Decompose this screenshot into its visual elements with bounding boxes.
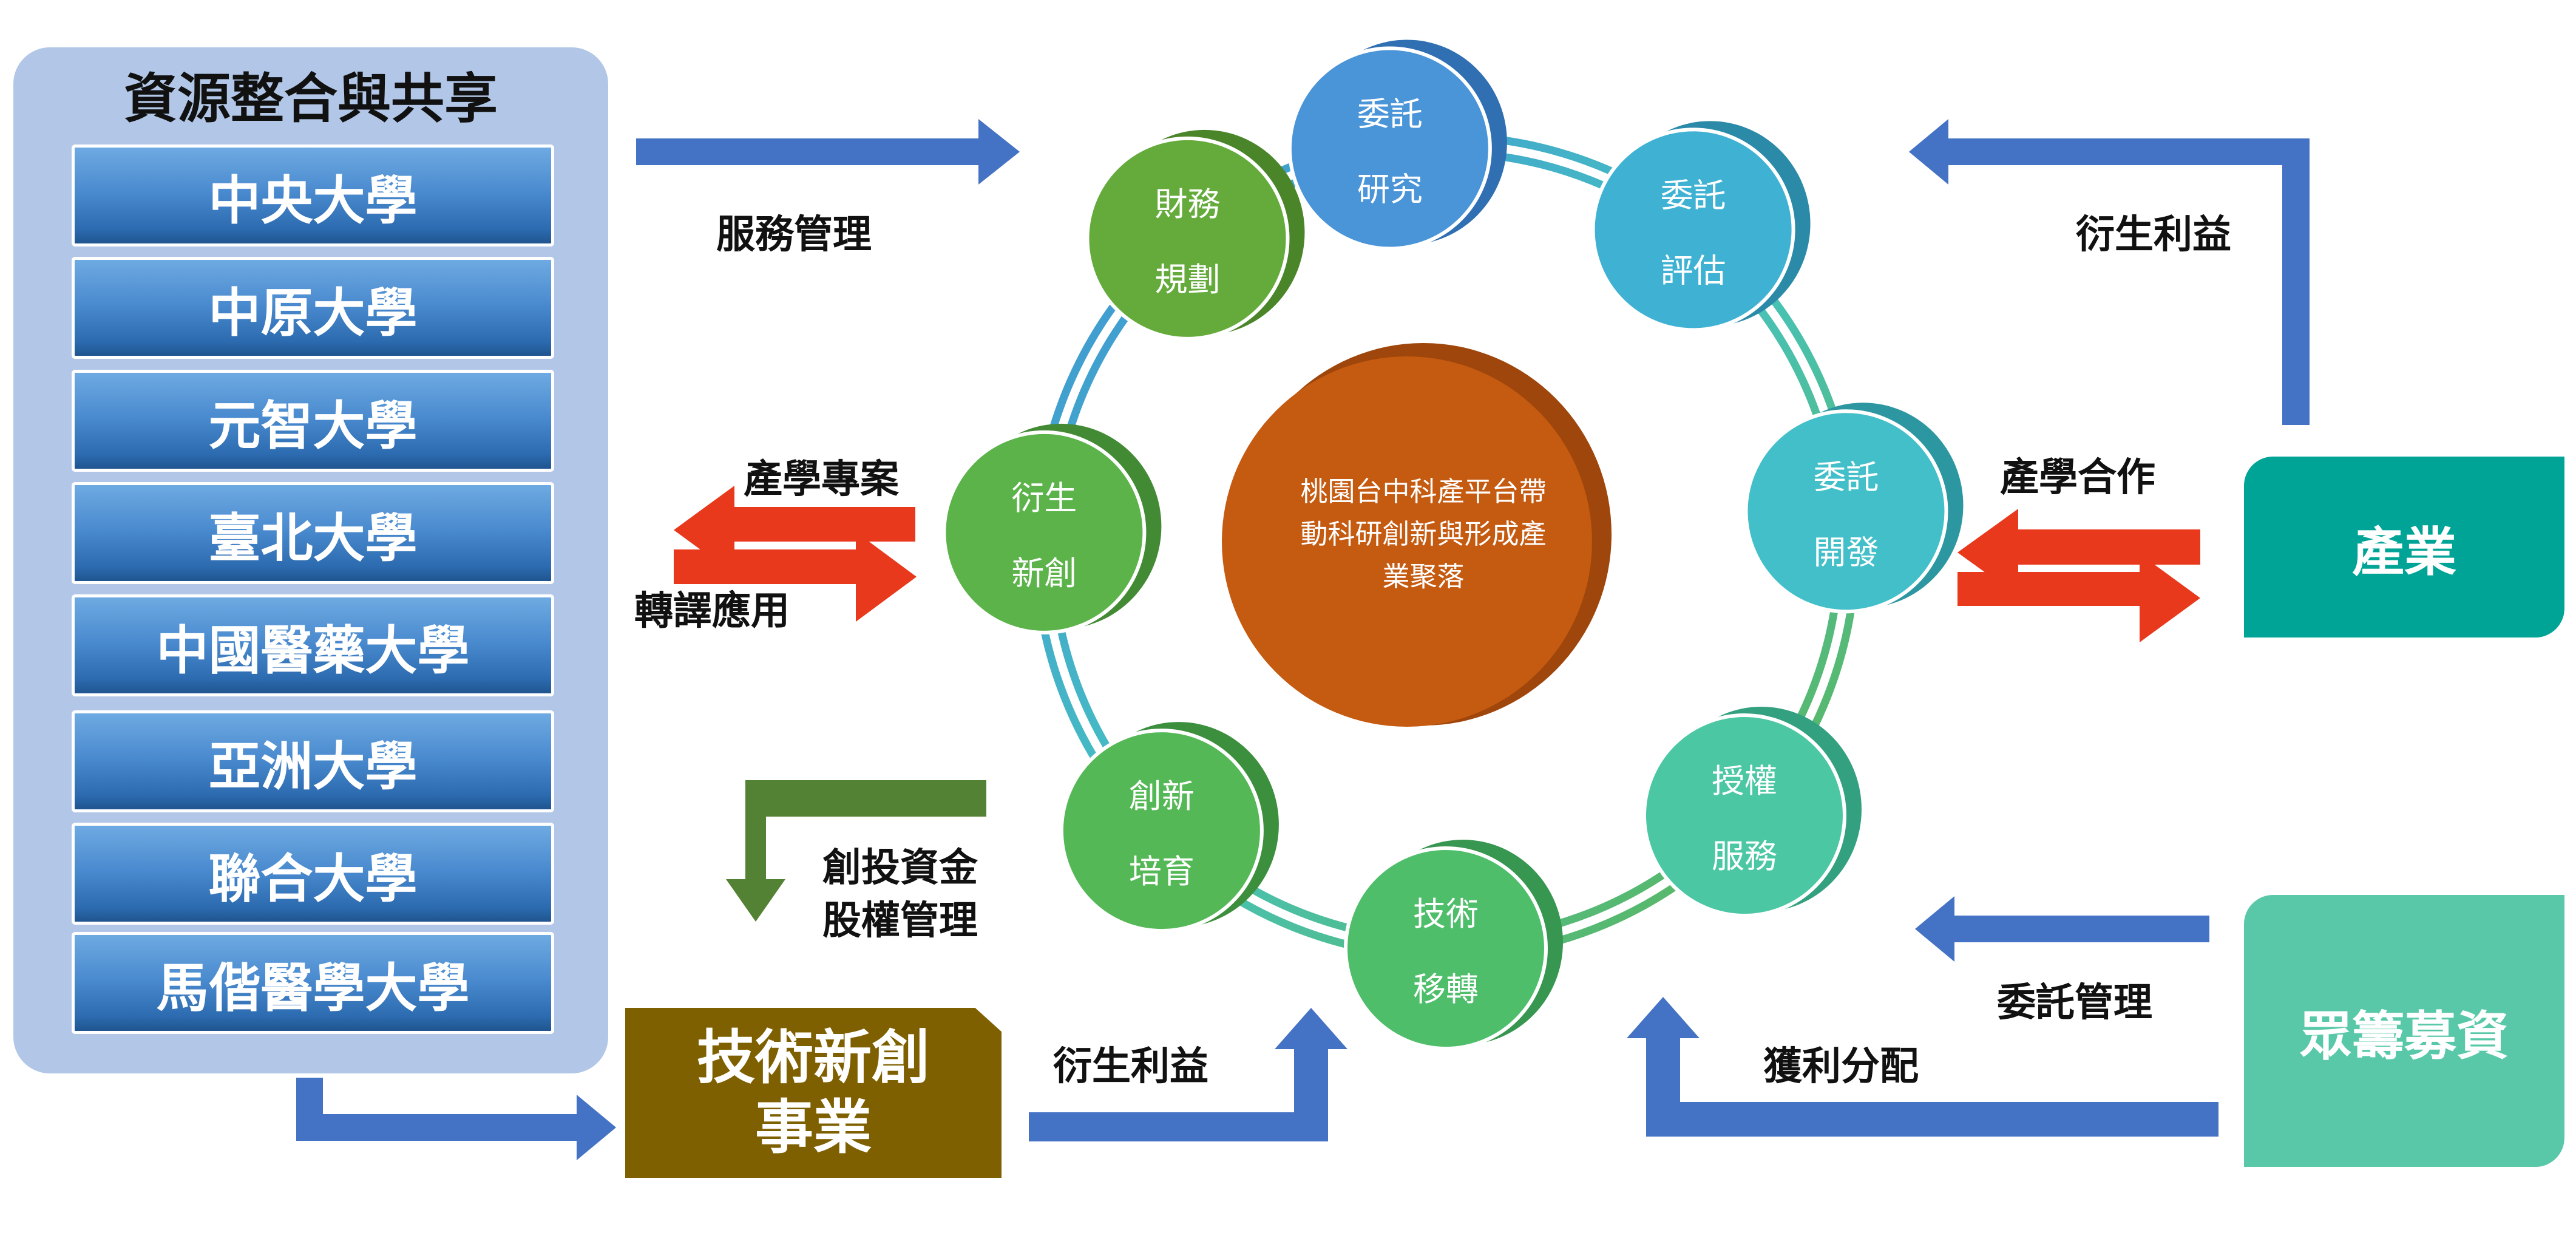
center-text-line: 動科研創新與形成產 — [1300, 517, 1547, 550]
resource-panel-title: 資源整合與共享 — [123, 67, 498, 130]
node-face — [1642, 713, 1846, 917]
university-ncu: 中央大學 — [72, 144, 554, 246]
arrows — [296, 119, 2310, 1160]
node-face — [1085, 136, 1290, 341]
university-cmu: 中國醫藥大學 — [72, 594, 554, 696]
node-label: 財務 — [1154, 185, 1220, 223]
node-face — [1059, 729, 1264, 933]
university-cycu: 中原大學 — [72, 257, 554, 359]
node-label: 新創 — [1011, 554, 1077, 593]
node-face — [1287, 46, 1492, 251]
node-label: 研究 — [1357, 170, 1423, 208]
university-ntpu: 臺北大學 — [72, 482, 554, 584]
entrust-mgmt-arrow — [1915, 896, 2209, 962]
industry-box: 產業 — [2244, 457, 2564, 638]
university-nuu: 聯合大學 — [72, 823, 554, 925]
node-face — [942, 430, 1147, 634]
node-face — [1591, 127, 1795, 332]
tech-startup-line: 技術新創 — [697, 1023, 930, 1092]
service-mgmt-label: 服務管理 — [716, 212, 872, 257]
node-label: 授權 — [1712, 762, 1777, 800]
venture-capital-arrow — [726, 780, 986, 922]
tech-startup-line: 事業 — [755, 1093, 872, 1161]
node-label: 衍生 — [1011, 479, 1077, 517]
venture-capital-label: 創投資金 — [822, 846, 978, 891]
industry-academia-coop-label: 產學合作 — [2000, 455, 2155, 500]
center-text: 桃園台中科產平台帶 動科研創新與形成產 業聚落 — [1296, 471, 1551, 597]
translation-application-label: 轉譯應用 — [634, 589, 790, 634]
industry-academia-project-label: 產學專案 — [744, 457, 899, 502]
tech-startup-box: 技術新創 事業 — [625, 1008, 1002, 1178]
industry-right-arrow — [1957, 554, 2200, 642]
node-label: 技術 — [1413, 895, 1479, 933]
node-face — [1344, 846, 1548, 1050]
panel-to-startup-arrow — [296, 1078, 616, 1160]
node-label: 委託 — [1357, 95, 1423, 133]
node-label: 創新 — [1129, 777, 1195, 815]
node-label: 規劃 — [1154, 260, 1220, 299]
spinoff-benefit-top-label: 衍生利益 — [2076, 212, 2231, 257]
node-label: 委託 — [1813, 458, 1879, 496]
profit-distribution-label: 獲利分配 — [1763, 1044, 1919, 1089]
node-label: 委託 — [1661, 176, 1726, 214]
crowdfunding-box: 眾籌募資 — [2244, 895, 2564, 1167]
center-text-line: 業聚落 — [1382, 560, 1465, 593]
translation-right-arrow — [674, 532, 917, 622]
node-label: 服務 — [1712, 837, 1777, 875]
process-nodes: 委託研究委託評估委託開發授權服務技術移轉創新培育衍生新創財務規劃 — [942, 39, 1964, 1050]
startup-to-ring-arrow — [1029, 1008, 1347, 1141]
service-mgmt-arrow — [636, 119, 1020, 185]
profit-distribution-arrow — [1627, 997, 2218, 1137]
entrust-mgmt-label: 委託管理 — [1997, 981, 2152, 1025]
double-arrows — [674, 486, 2200, 642]
node-label: 移轉 — [1413, 970, 1479, 1008]
node-label: 開發 — [1813, 533, 1879, 571]
node-label: 評估 — [1661, 251, 1726, 290]
university-mmc: 馬偕醫學大學 — [72, 932, 554, 1034]
center-text-line: 桃園台中科產平台帶 — [1300, 475, 1547, 508]
spinoff-benefit-bottom-label: 衍生利益 — [1053, 1044, 1208, 1089]
industry-spinoff-arrow — [1909, 119, 2310, 425]
node-face — [1744, 409, 1948, 614]
university-asia: 亞洲大學 — [72, 710, 554, 812]
node-label: 培育 — [1129, 852, 1195, 891]
university-yzu: 元智大學 — [72, 370, 554, 472]
center-circle — [1222, 343, 1612, 727]
equity-mgmt-label: 股權管理 — [822, 899, 978, 943]
